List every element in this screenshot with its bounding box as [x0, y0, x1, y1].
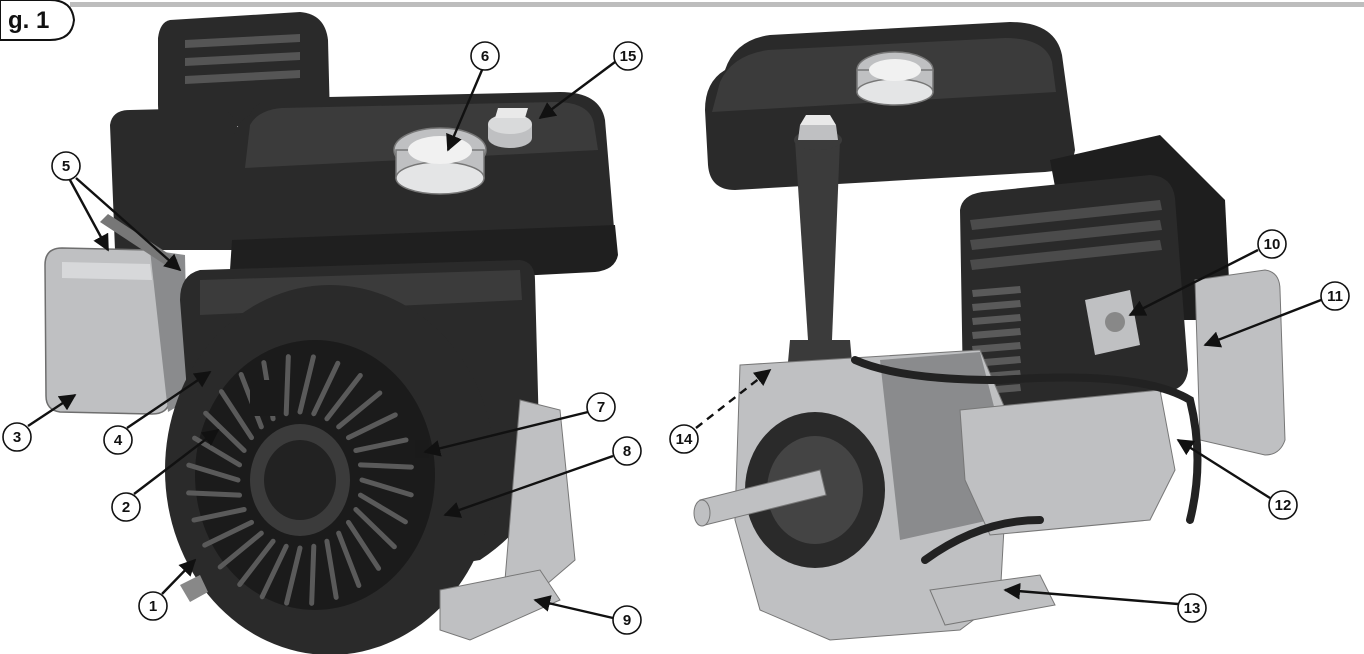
leader-arrow: [1003, 582, 1179, 606]
left-engine-illustration: [44, 12, 618, 654]
fan-slot: [353, 507, 397, 550]
fan-slot: [324, 538, 339, 600]
callout-4: 4: [103, 425, 133, 455]
callout-7: 7: [586, 392, 616, 422]
callout-6: 6: [470, 41, 500, 71]
fan-slot: [336, 390, 383, 430]
callout-1-label: 1: [149, 598, 157, 615]
cover-slat: [972, 300, 1021, 311]
fan-slot: [357, 492, 408, 525]
callout-6-label: 6: [481, 48, 489, 65]
leader-arrow: [695, 368, 772, 429]
callout-2: 2: [111, 492, 141, 522]
fan-slot: [217, 530, 264, 570]
leader-arrow: [126, 371, 212, 429]
callout-10-label: 10: [1264, 236, 1281, 253]
leader-arrow: [27, 393, 77, 428]
cover-slat: [972, 328, 1021, 339]
cover-slat: [972, 314, 1021, 325]
leader-arrow: [1203, 298, 1322, 348]
leader-arrow: [1128, 248, 1259, 317]
callout-3-label: 3: [13, 429, 21, 446]
callout-15-label: 15: [620, 48, 637, 65]
leader-arrow: [443, 454, 614, 518]
fan-slot: [324, 373, 363, 422]
callout-9-label: 9: [623, 612, 631, 629]
leader-arrow: [538, 61, 616, 120]
callout-9: 9: [612, 605, 642, 635]
callout-3: 3: [2, 422, 32, 452]
fan-slot: [202, 519, 255, 548]
leader-arrow: [75, 177, 182, 272]
callout-2-label: 2: [122, 499, 130, 516]
callout-bubbles: 1 2 3 4 5 6 7 8: [2, 41, 1350, 635]
fan-slot: [345, 519, 382, 571]
callout-1: 1: [138, 591, 168, 621]
callout-8-label: 8: [623, 443, 631, 460]
cover-slat: [972, 286, 1021, 297]
callout-10: 10: [1257, 229, 1287, 259]
leader-arrow: [133, 428, 220, 495]
fan-slot: [191, 507, 247, 523]
callout-leaders: [27, 61, 1322, 620]
figure-header: g. 1: [0, 0, 1364, 41]
fan-slot: [237, 538, 276, 587]
top-rule: [70, 2, 1364, 7]
figure-tab-label: g. 1: [8, 7, 49, 34]
figure-tab: [0, 0, 76, 41]
fan-slot: [203, 410, 247, 453]
fan-slot: [186, 462, 241, 483]
callout-11-label: 11: [1327, 288, 1343, 305]
callout-13: 13: [1177, 593, 1207, 623]
right-engine-illustration: [693, 22, 1286, 641]
callout-11: 11: [1320, 281, 1350, 311]
callout-12-label: 12: [1275, 497, 1292, 514]
cover-slat: [972, 342, 1021, 353]
fan-slot: [283, 354, 291, 417]
fan-slot: [336, 530, 362, 589]
callout-5: 5: [51, 151, 81, 181]
fan-slot: [186, 490, 243, 498]
callout-14: 14: [669, 424, 699, 454]
callout-15: 15: [613, 41, 643, 71]
fan-slot: [218, 389, 255, 441]
callout-8: 8: [612, 436, 642, 466]
callout-7-label: 7: [597, 399, 605, 416]
leader-arrow: [533, 595, 614, 620]
leader-arrow: [423, 410, 589, 457]
callout-5-label: 5: [62, 158, 70, 175]
callout-4-label: 4: [114, 432, 123, 449]
leader-arrow: [68, 179, 110, 252]
callout-12: 12: [1268, 490, 1298, 520]
fan-slot: [297, 354, 316, 415]
fan-slot: [259, 543, 289, 600]
fan-slot: [359, 477, 414, 498]
callout-14-label: 14: [676, 431, 693, 448]
leader-arrow: [161, 558, 197, 595]
fan-slot: [311, 360, 341, 417]
leader-arrow: [1176, 438, 1271, 500]
callout-13-label: 13: [1184, 600, 1201, 617]
leader-arrow: [446, 69, 484, 152]
fan-slot: [284, 545, 303, 606]
fan-slot: [353, 437, 409, 453]
fan-slot: [345, 412, 398, 441]
fan-slot: [309, 543, 317, 606]
fan-slot: [357, 462, 414, 470]
